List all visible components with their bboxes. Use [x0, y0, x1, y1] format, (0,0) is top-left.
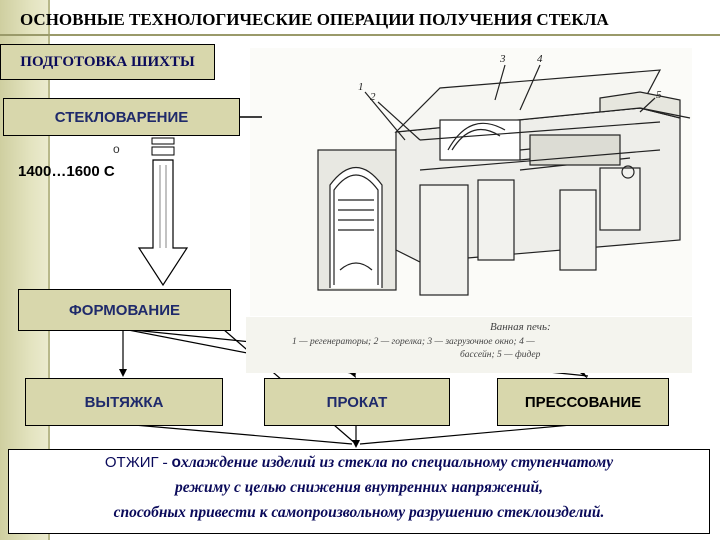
annealing-first-letter: о	[171, 454, 182, 471]
left-decor-edge	[48, 0, 50, 540]
caption-line1: 1 — регенераторы; 2 — горелка; 3 — загру…	[292, 337, 535, 347]
method-drawing: ВЫТЯЖКА	[25, 378, 223, 426]
step-batch-preparation: ПОДГОТОВКА ШИХТЫ	[0, 44, 215, 80]
caption-line2: бассейн; 5 — фидер	[460, 349, 541, 360]
annealing-description: ОТЖИГ - охлаждение изделий из стекла по …	[8, 449, 710, 534]
callout-2: 2	[370, 91, 376, 103]
callout-4: 4	[537, 53, 543, 65]
degree-mark: o	[113, 142, 120, 156]
down-arrow-icon	[137, 159, 189, 287]
step-glass-melting: СТЕКЛОВАРЕНИЕ	[3, 98, 240, 136]
furnace-illustration	[250, 48, 692, 316]
title-divider	[0, 34, 720, 36]
annealing-text-1: хлаждение изделий из стекла по специальн…	[181, 454, 614, 471]
annealing-dash: -	[162, 454, 168, 471]
annealing-line-1: ОТЖИГ - охлаждение изделий из стекла по …	[9, 450, 709, 475]
illustration-caption	[246, 317, 692, 373]
callout-5: 5	[656, 89, 662, 101]
caption-title: Ванная печь:	[490, 321, 551, 333]
bar-symbol-top	[151, 137, 175, 145]
method-pressing: ПРЕССОВАНИЕ	[497, 378, 669, 426]
annealing-heading: ОТЖИГ	[104, 454, 159, 471]
step-forming: ФОРМОВАНИЕ	[18, 289, 231, 331]
annealing-line-3: способных привести к самопроизвольному р…	[113, 504, 605, 521]
melting-temperature: 1400…1600 С	[18, 163, 115, 180]
bar-symbol-bottom	[151, 146, 175, 156]
callout-3: 3	[499, 53, 506, 65]
callout-1: 1	[358, 81, 364, 93]
page-title: ОСНОВНЫЕ ТЕХНОЛОГИЧЕСКИЕ ОПЕРАЦИИ ПОЛУЧЕ…	[20, 10, 609, 29]
annealing-line-2: режиму с целью снижения внутренних напря…	[175, 479, 543, 496]
method-rolling: ПРОКАТ	[264, 378, 450, 426]
